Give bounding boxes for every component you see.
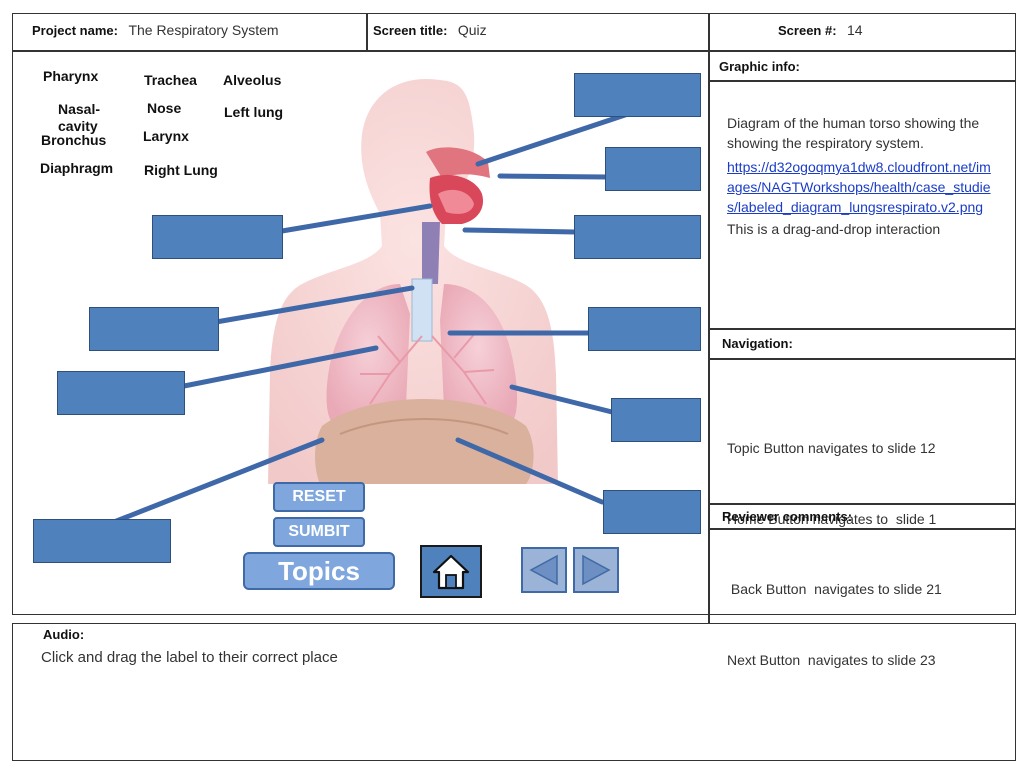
submit-button[interactable]: SUMBIT (273, 517, 365, 547)
leader-line (497, 173, 610, 180)
home-icon (432, 554, 470, 589)
diaphragm-shape (315, 399, 534, 484)
label-pharynx[interactable]: Pharynx (43, 68, 99, 84)
next-button[interactable] (573, 547, 619, 593)
navigation-item: Topic Button navigates to slide 12 (727, 440, 936, 456)
project-name-label: Project name: (32, 23, 118, 38)
leader-line (111, 437, 325, 525)
graphic-info-panel: Diagram of the human torso showing the s… (727, 113, 997, 239)
navigation-title: Navigation: (722, 336, 793, 351)
screen-title-value: Quiz (457, 22, 487, 38)
leader-line (475, 111, 631, 167)
back-button[interactable] (521, 547, 567, 593)
main-sep (708, 13, 710, 623)
home-button[interactable] (420, 545, 482, 598)
screen-number-value: 14 (847, 22, 863, 38)
header-sep-1 (366, 13, 368, 51)
screen-title-label: Screen title: (373, 23, 448, 38)
leader-line (455, 437, 605, 505)
leader-line (279, 203, 433, 234)
right-lung-shape (326, 284, 410, 424)
topics-button[interactable]: Topics (243, 552, 395, 590)
drop-zone-1[interactable] (574, 73, 701, 117)
graphic-info-divider (708, 80, 1016, 82)
drop-zone-2[interactable] (605, 147, 701, 191)
navigation-item: Home Button navigates to slide 1 (727, 510, 937, 527)
navigation-list: Topic Button navigates to slide 12 Home … (727, 390, 942, 696)
navigation-divider-top (708, 328, 1016, 330)
bronchial-tree (360, 331, 495, 405)
header-divider (12, 50, 1016, 52)
reviewer-divider-bottom (708, 528, 1016, 530)
graphic-source-link[interactable]: https://d32ogoqmya1dw8.cloudfront.net/im… (727, 159, 991, 215)
project-name: Project name: The Respiratory System (32, 22, 279, 40)
label-right-lung[interactable]: Right Lung (144, 162, 218, 178)
reviewer-title: Reviewer comments: (722, 509, 853, 524)
nasal-cavity-shape (426, 147, 490, 178)
navigation-item: Back Button navigates to slide 21 (727, 581, 942, 597)
leader-line (213, 285, 415, 325)
label-larynx[interactable]: Larynx (143, 128, 189, 144)
drop-zone-7[interactable] (57, 371, 185, 415)
leader-line (181, 345, 379, 389)
graphic-description: Diagram of the human torso showing the s… (727, 115, 980, 151)
navigation-item: Next Button navigates to slide 23 (727, 651, 936, 668)
next-arrow-icon (582, 554, 611, 586)
audio-text: Click and drag the label to their correc… (41, 649, 338, 666)
label-left-lung[interactable]: Left lung (224, 104, 284, 120)
drop-zone-6[interactable] (588, 307, 701, 351)
navigation-divider-bottom (708, 358, 1016, 360)
leader-line (462, 227, 578, 235)
audio-title: Audio: (43, 627, 85, 642)
project-name-value: The Respiratory System (128, 22, 279, 38)
leader-line (509, 384, 615, 415)
back-arrow-icon (529, 554, 558, 586)
trachea-lower (411, 278, 433, 342)
trachea-shape (422, 222, 440, 284)
graphic-note: This is a drag-and-drop interaction (727, 221, 941, 237)
label-alveolus[interactable]: Alveolus (223, 72, 282, 88)
label-diaphragm[interactable]: Diaphragm (40, 160, 114, 176)
screen-title: Screen title: Quiz (373, 22, 487, 40)
drop-zone-8[interactable] (611, 398, 701, 442)
tongue-shape (438, 189, 474, 214)
label-trachea[interactable]: Trachea (144, 72, 197, 88)
leader-lines (111, 111, 631, 525)
respiratory-diagram (268, 78, 558, 484)
drop-zone-9[interactable] (603, 490, 701, 534)
drop-zone-3[interactable] (152, 215, 283, 259)
label-nose[interactable]: Nose (147, 100, 182, 116)
screen-number: Screen #: 14 (778, 22, 863, 40)
screen-number-label: Screen #: (778, 23, 837, 38)
drop-zone-5[interactable] (89, 307, 219, 351)
left-lung-shape (440, 284, 518, 424)
audio-frame (12, 623, 1016, 761)
graphic-info-title: Graphic info: (719, 59, 800, 74)
label-bronchus[interactable]: Bronchus (41, 132, 107, 148)
reset-button[interactable]: RESET (273, 482, 365, 512)
reviewer-divider-top (708, 503, 1016, 505)
drop-zone-10[interactable] (33, 519, 171, 563)
storyboard-frame (12, 13, 1016, 615)
label-nasal-cavity[interactable]: Nasal-cavity (58, 101, 101, 134)
drop-zone-4[interactable] (574, 215, 701, 259)
